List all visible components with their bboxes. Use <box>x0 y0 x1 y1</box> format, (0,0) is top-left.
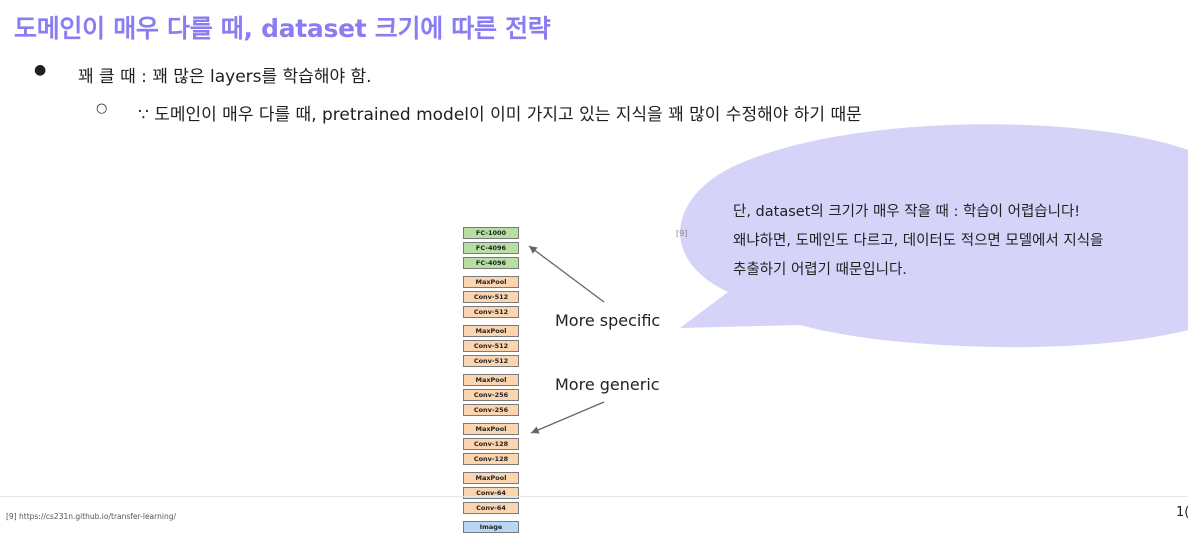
layer-box: Conv-128 <box>463 438 519 450</box>
layer-box: Conv-256 <box>463 389 519 401</box>
arrow-to-generic <box>530 401 605 434</box>
reference-mark: [9] <box>676 229 688 238</box>
layer-box: MaxPool <box>463 276 519 288</box>
layer-box: FC-4096 <box>463 242 519 254</box>
layer-box: MaxPool <box>463 423 519 435</box>
layer-box: Conv-512 <box>463 340 519 352</box>
callout-text: 단, dataset의 크기가 매우 작을 때 : 학습이 어렵습니다! 왜냐하… <box>733 198 1103 285</box>
page-number: 1( <box>1176 505 1188 520</box>
hollow-bullet-icon: ○ <box>96 101 108 116</box>
footer-reference: [9] https://cs231n.github.io/transfer-le… <box>6 512 176 521</box>
footer-divider <box>0 496 1188 497</box>
layer-box: MaxPool <box>463 472 519 484</box>
layer-box: Conv-128 <box>463 453 519 465</box>
callout-line: 단, dataset의 크기가 매우 작을 때 : 학습이 어렵습니다! <box>733 204 1081 220</box>
bullet-level2-text: ∵ 도메인이 매우 다를 때, pretrained model이 이미 가지고… <box>138 105 862 125</box>
layer-box: Conv-512 <box>463 306 519 318</box>
arrow-to-specific <box>528 245 605 303</box>
filled-bullet-icon: ● <box>34 62 47 78</box>
speech-bubble-shape <box>680 124 1188 348</box>
layer-box: FC-1000 <box>463 227 519 239</box>
slide-title: 도메인이 매우 다를 때, dataset 크기에 따른 전략 <box>14 14 551 43</box>
callout-line: 왜냐하면, 도메인도 다르고, 데이터도 적으면 모델에서 지식을 <box>733 233 1104 249</box>
layer-box: Conv-512 <box>463 291 519 303</box>
layer-box: Conv-512 <box>463 355 519 367</box>
layer-box: MaxPool <box>463 325 519 337</box>
label-more-specific: More specific <box>555 311 661 330</box>
layer-box: Conv-64 <box>463 502 519 514</box>
callout-line: 추출하기 어렵기 때문입니다. <box>733 262 907 278</box>
layer-box: FC-4096 <box>463 257 519 269</box>
bullet-level1-text: 꽤 클 때 : 꽤 많은 layers를 학습해야 함. <box>78 67 372 87</box>
label-more-generic: More generic <box>555 375 660 394</box>
layer-box: MaxPool <box>463 374 519 386</box>
layer-box: Conv-256 <box>463 404 519 416</box>
